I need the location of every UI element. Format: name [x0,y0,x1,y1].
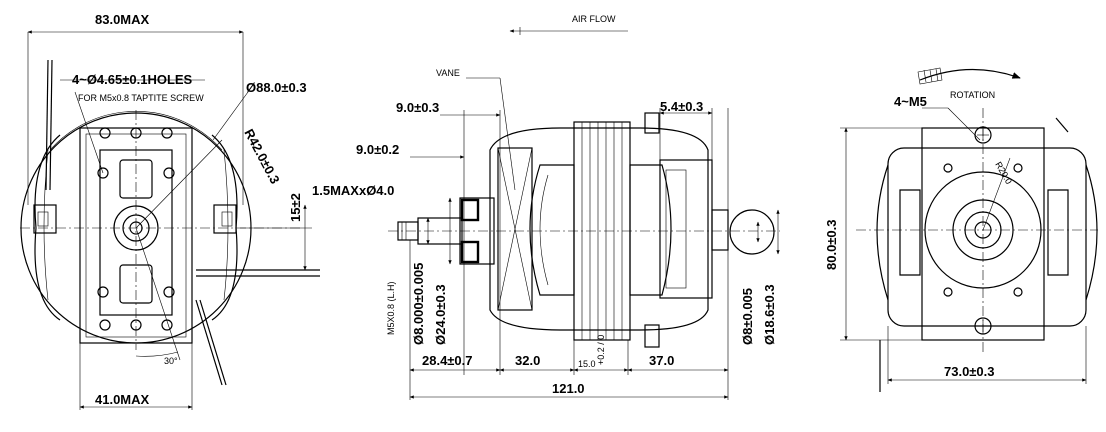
air-flow-label: AIR FLOW [572,14,616,24]
dim-9-2: 9.0±0.2 [356,142,399,157]
rear-width-dim: 73.0±0.3 [944,364,995,379]
dim-15-tol: +0.2 / 0 [596,335,606,365]
dim-32: 32.0 [515,353,540,368]
dim-15: 15.0 [578,359,596,369]
front-holes-dim: 4~Ø4.65±0.1HOLES [72,72,193,87]
hub-dia-dim: Ø24.0±0.3 [433,284,448,345]
front-angle: 30° [164,356,178,366]
front-lead-dim: 1.5MAXxØ4.0 [312,183,394,198]
rear-boss-dim: Ø18.6±0.3 [762,284,777,345]
front-width-dim: 83.0MAX [95,12,150,27]
dim-28-4: 28.4±0.7 [422,353,473,368]
rear-radius-label: R20.0 [993,160,1014,186]
front-lead-offset: 15±2 [288,193,303,222]
rear-view [840,67,1098,392]
side-view [388,27,780,400]
front-radius-dim: R42.0±0.3 [241,126,282,186]
dim-37: 37.0 [649,353,674,368]
front-view [20,30,320,410]
rear-height-dim: 80.0±0.3 [824,219,839,270]
overall-length: 121.0 [552,381,585,396]
rotation-label: ROTATION [950,90,995,100]
front-base-dim: 41.0MAX [95,392,150,407]
vane-label: VANE [436,68,460,78]
front-screw-note: FOR M5x0.8 TAPTITE SCREW [78,93,204,103]
thread-label: M5X0.8 (L.H) [386,281,396,335]
rear-shaft-dim: Ø8±0.005 [740,288,755,345]
shaft-dia-dim: Ø8.000±0.005 [411,263,426,345]
rear-screws-label: 4~M5 [894,94,927,109]
dim-5-4: 5.4±0.3 [660,99,703,114]
front-circle-dim: Ø88.0±0.3 [246,80,307,95]
dim-9-3: 9.0±0.3 [396,100,439,115]
